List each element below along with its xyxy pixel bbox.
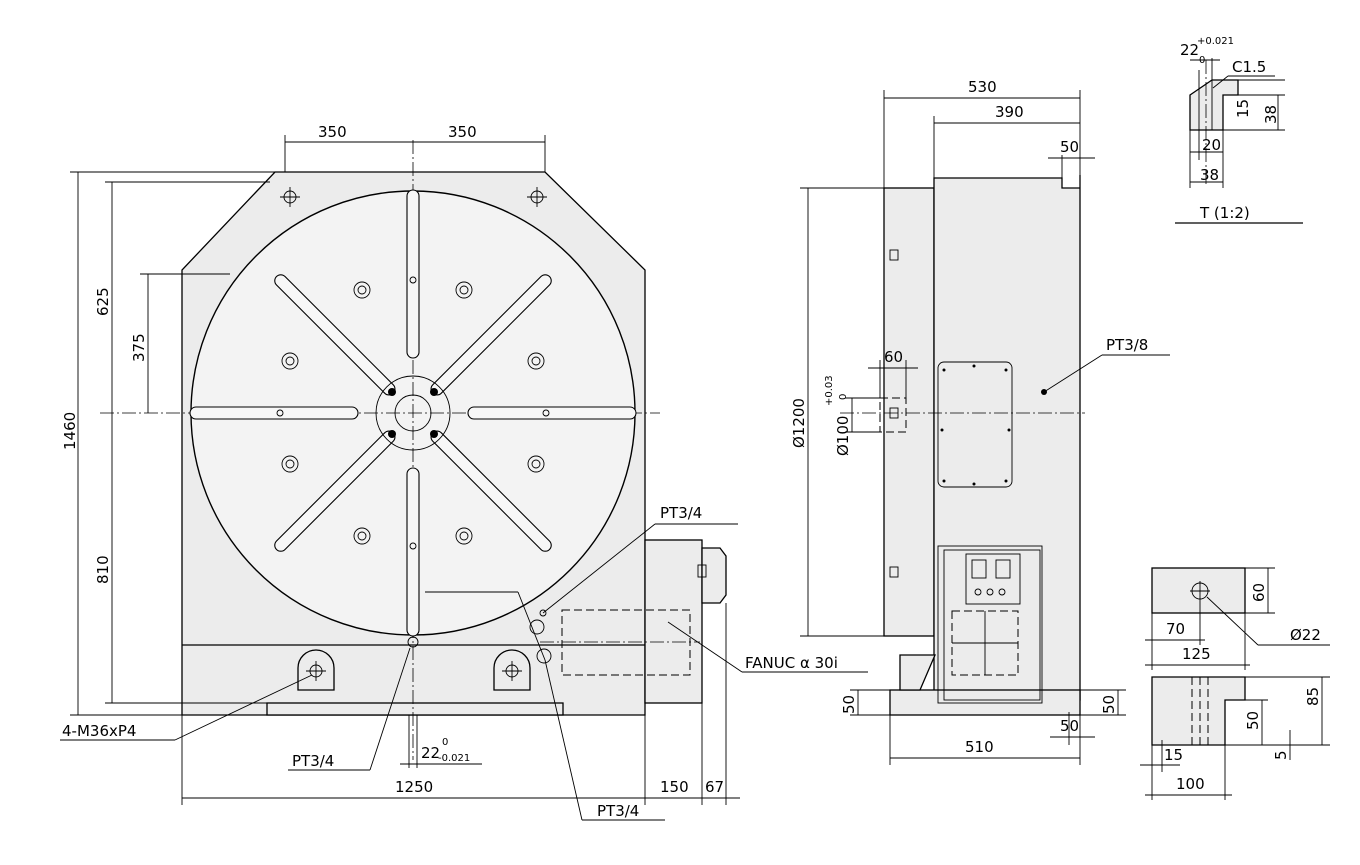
side-dim-base-recess: 50	[1060, 717, 1079, 735]
dim-slot-base: 22	[421, 744, 440, 762]
dim-slot-tol-upper: 0	[442, 737, 448, 748]
detail-t-dim-depth-1: 15	[1234, 99, 1252, 118]
dim-top-right: 350	[448, 123, 477, 141]
detail-t-slot: 22 +0.021 0 C1.5 15 38 20 38 T (1:2)	[1175, 36, 1303, 224]
side-dim-inner-width: 390	[995, 103, 1024, 121]
detail-t-dim-chamfer: C1.5	[1232, 58, 1266, 76]
motor	[529, 539, 727, 704]
foot-dim-lip: 15	[1164, 746, 1183, 764]
dim-height: 1460	[61, 412, 79, 450]
side-view: 530 390 50 Ø1200 Ø100 +0.03 0 60 PT3/8 5…	[790, 78, 1170, 765]
dim-lower: 810	[94, 555, 112, 584]
front-base-plate	[266, 702, 564, 716]
side-dim-bore-depth: 60	[884, 348, 903, 366]
dim-top-left: 350	[318, 123, 347, 141]
label-port-top: PT3/4	[660, 504, 702, 522]
label-port-bottom-right: PT3/4	[597, 802, 639, 820]
side-body	[933, 175, 1081, 713]
detail-t-dim-depth-2: 38	[1262, 105, 1280, 124]
side-dim-base-width: 510	[965, 738, 994, 756]
side-dim-diameter: Ø1200	[790, 398, 808, 448]
foot-dim-height-50: 50	[1244, 711, 1262, 730]
dim-side-2: 67	[705, 778, 724, 796]
front-view: 350 350 1460 625 810 375 1250 150 67 22 …	[60, 123, 868, 821]
detail-t-dim-width-base: 22	[1180, 41, 1199, 59]
side-dim-width: 530	[968, 78, 997, 96]
detail-t-dim-neck: 20	[1202, 136, 1221, 154]
dim-side-1: 150	[660, 778, 689, 796]
label-motor: FANUC α 30i	[745, 654, 838, 672]
detail-t-dim-bottom: 38	[1200, 166, 1219, 184]
dim-inner: 375	[130, 333, 148, 362]
foot-dim-height-85: 85	[1304, 687, 1322, 706]
foot-dim-length-100: 100	[1176, 775, 1205, 793]
foot-dim-height-top: 60	[1250, 583, 1268, 602]
side-label-port: PT3/8	[1106, 336, 1148, 354]
clamping-feet	[297, 649, 531, 691]
t-slots	[189, 189, 637, 637]
detail-foot: 60 70 125 Ø22 85 50 5 15 100	[1140, 567, 1330, 800]
side-dim-bore-tol-upper: +0.03	[824, 375, 835, 406]
side-dim-base-left: 50	[840, 695, 858, 714]
detail-t-label: T (1:2)	[1199, 204, 1250, 222]
side-dim-base-right: 50	[1100, 695, 1118, 714]
window-screws	[940, 364, 1011, 486]
foot-dim-length: 125	[1182, 645, 1211, 663]
dim-slot-tol-lower: -0.021	[438, 753, 470, 764]
detail-t-dim-width-tol-lower: 0	[1199, 55, 1205, 66]
side-dim-step: 50	[1060, 138, 1079, 156]
label-bolts: 4-M36xP4	[62, 722, 136, 740]
foot-dim-offset: 70	[1166, 620, 1185, 638]
corner-bolt-holes	[280, 187, 547, 207]
detail-t-dim-width-tol-upper: +0.021	[1197, 36, 1234, 47]
dim-upper: 625	[94, 287, 112, 316]
foot-dim-height-5: 5	[1272, 750, 1290, 760]
side-base	[889, 689, 1081, 716]
mounting-holes	[276, 276, 550, 648]
side-dim-bore-tol-lower: 0	[838, 394, 849, 400]
label-port-bottom-left: PT3/4	[292, 752, 334, 770]
side-dim-bore: Ø100	[834, 416, 852, 456]
dim-width: 1250	[395, 778, 433, 796]
foot-dim-hole: Ø22	[1290, 626, 1321, 644]
